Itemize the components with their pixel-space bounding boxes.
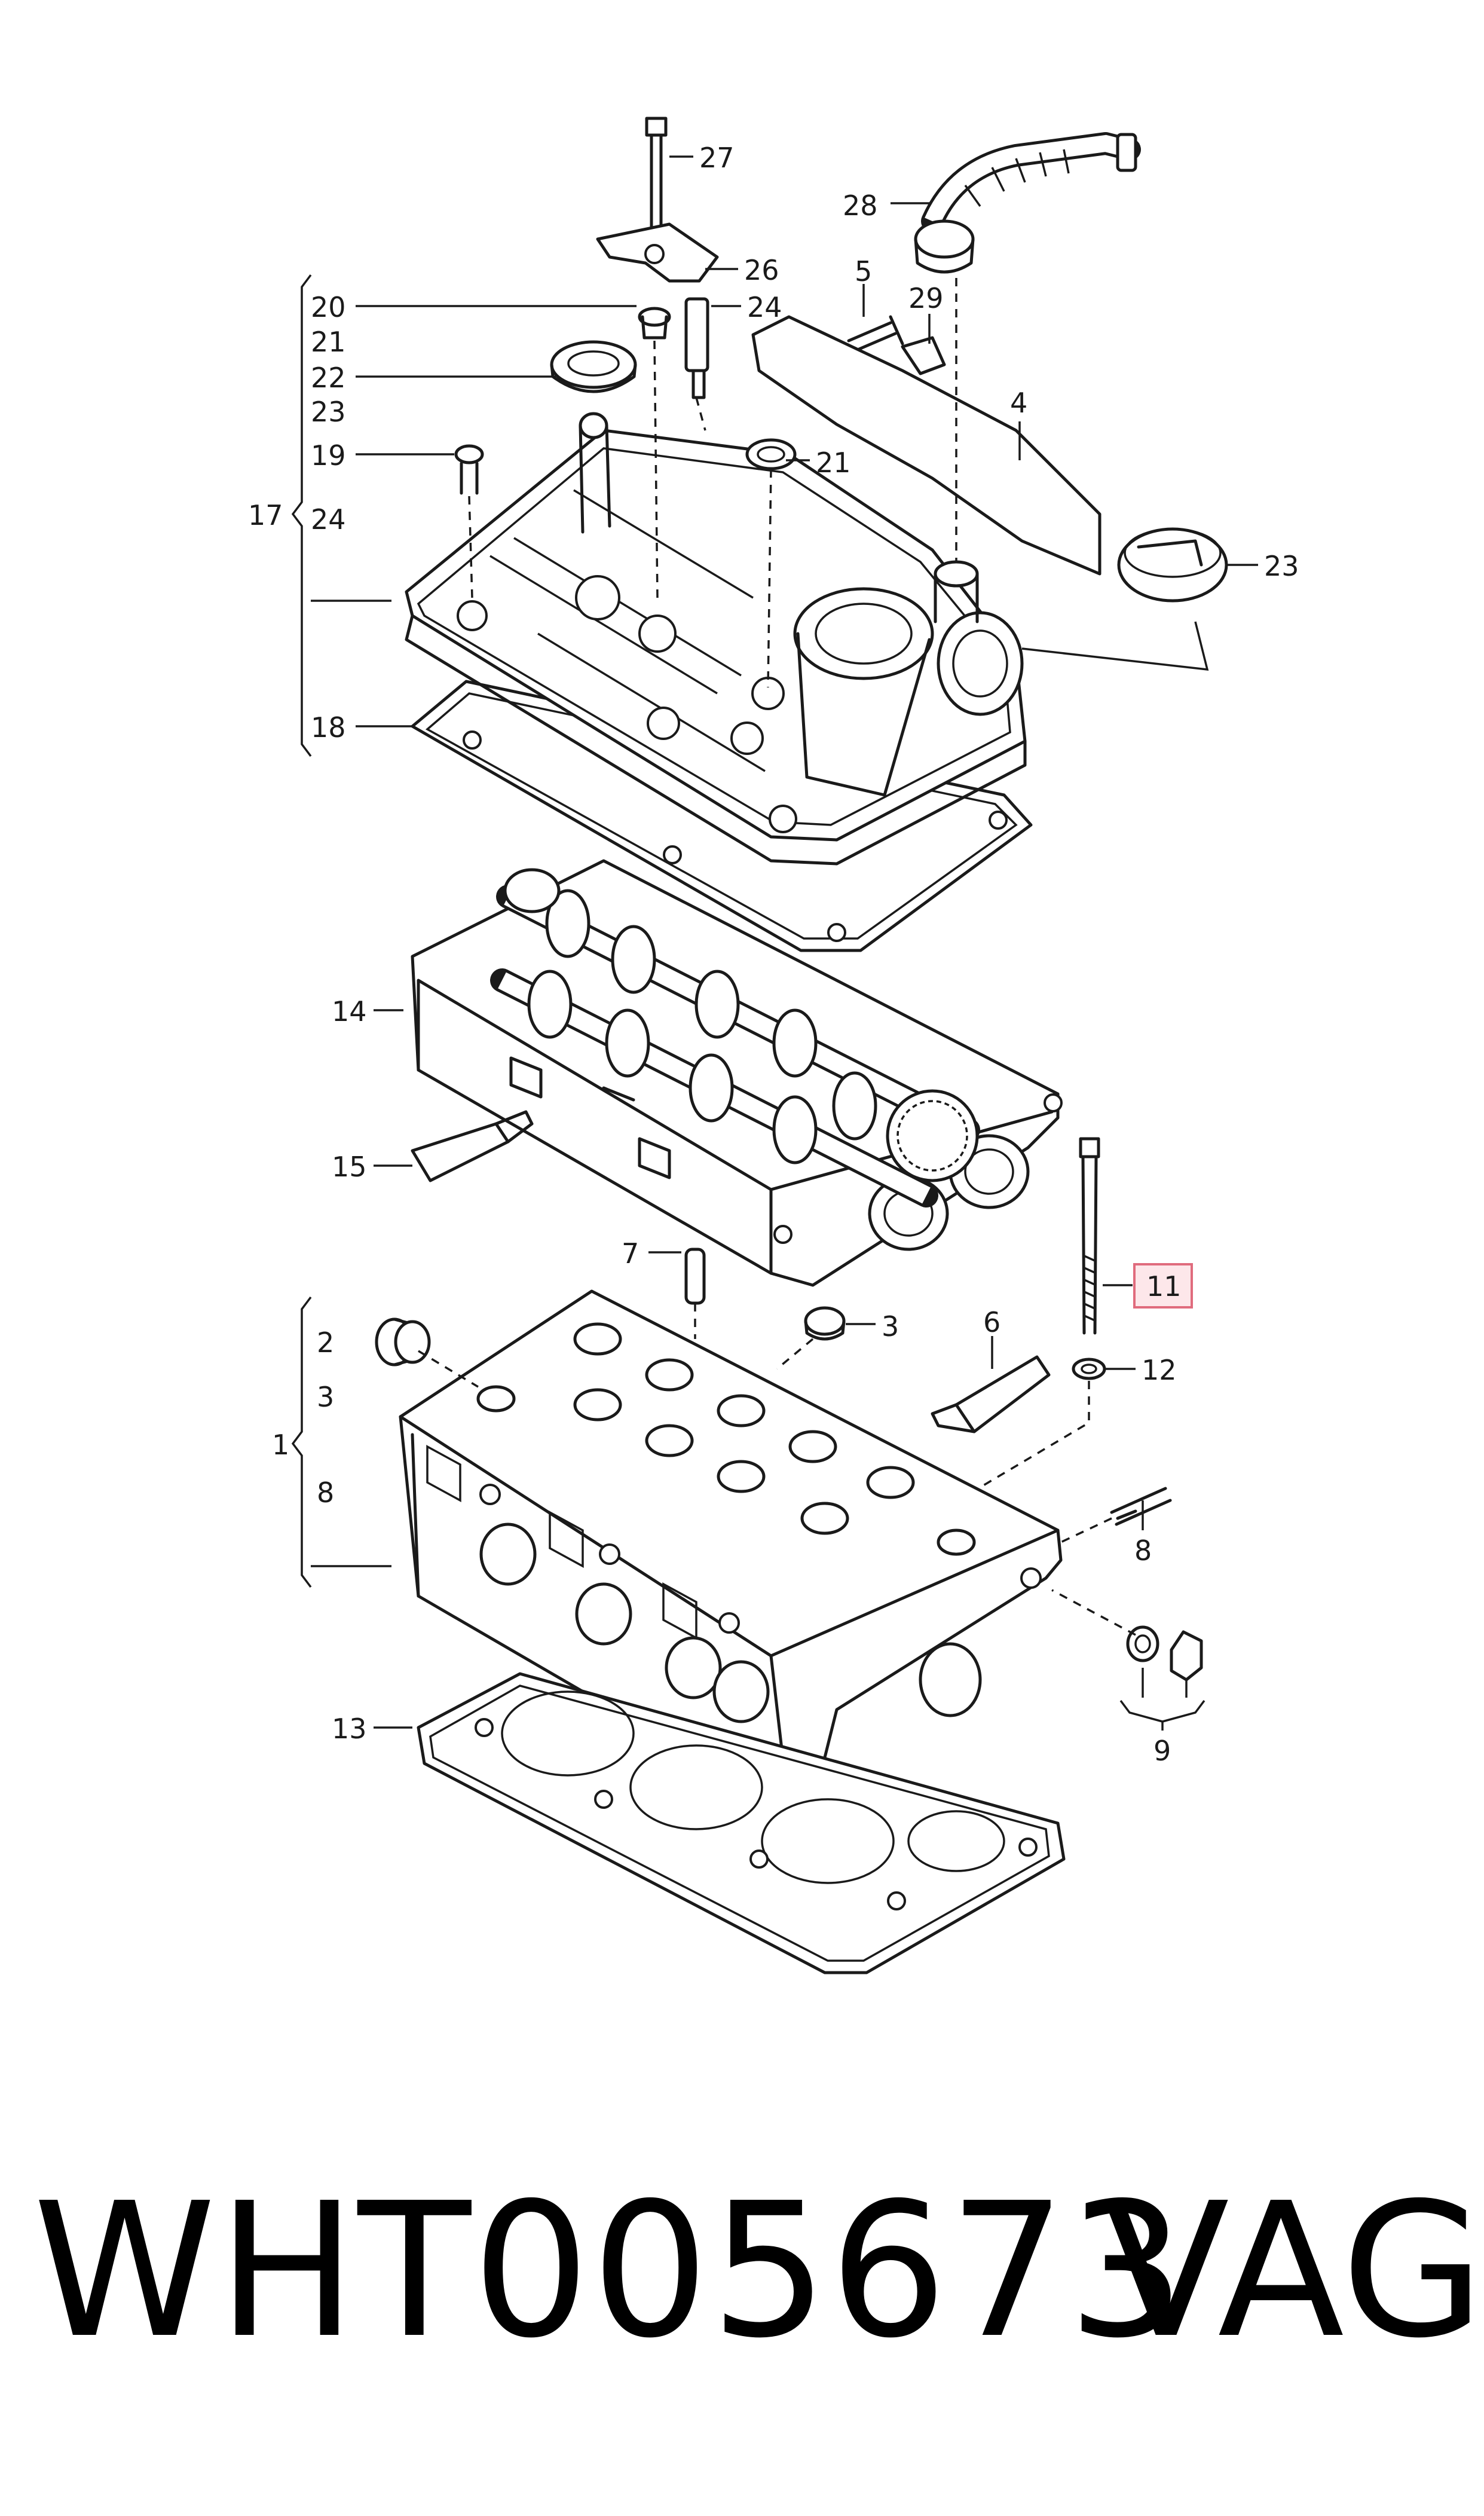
label-12: 12	[1142, 1354, 1177, 1386]
group-braces	[291, 274, 312, 1588]
seal-21-illustration	[745, 438, 797, 470]
cap-23-illustration	[1117, 527, 1228, 603]
label-19: 19	[311, 439, 346, 472]
label-29: 29	[908, 282, 944, 314]
plug-2-illustration	[375, 1317, 431, 1366]
plug-3-illustration	[804, 1306, 846, 1341]
clip-29-illustration	[901, 336, 946, 375]
label-14: 14	[332, 995, 367, 1028]
label-13: 13	[332, 1713, 367, 1745]
label-26: 26	[744, 254, 779, 286]
seal-22-illustration	[550, 340, 637, 393]
label-8: 8	[317, 1476, 334, 1509]
label-24: 24	[747, 291, 782, 323]
label-21b: 21	[816, 447, 851, 479]
label-27: 27	[699, 142, 735, 174]
callout-labels: 27 28 26 5 29 20 24 21 22 4 23 19 21 17 …	[248, 142, 1299, 1767]
cover-plate-4-illustration	[751, 315, 1101, 576]
brand-name: VAG	[1103, 2163, 1484, 2379]
valve-cover-illustration	[405, 412, 1033, 952]
label-4: 4	[1010, 387, 1027, 419]
camshaft-housing-illustration	[411, 859, 1063, 1287]
stud-8-illustration	[1110, 1487, 1172, 1526]
highlight-box-11	[1133, 1263, 1193, 1309]
label-24b: 24	[311, 503, 346, 536]
label-7: 7	[622, 1237, 639, 1270]
bolt-5-illustration	[847, 315, 904, 353]
label-28: 28	[843, 189, 878, 222]
label-6: 6	[983, 1306, 1000, 1338]
label-11[interactable]: 11	[1146, 1270, 1182, 1303]
label-17: 17	[248, 499, 283, 531]
bolt-19-illustration	[454, 444, 484, 495]
label-22: 22	[311, 362, 346, 394]
label-23b: 23	[1264, 550, 1299, 582]
sealant-6-illustration	[931, 1355, 1051, 1433]
label-18: 18	[311, 711, 346, 744]
label-3b: 3	[317, 1381, 334, 1413]
label-8b: 8	[1134, 1534, 1152, 1567]
label-21: 21	[311, 326, 346, 358]
washer-12-illustration	[1072, 1358, 1106, 1380]
bolt-27-illustration	[645, 117, 668, 229]
pin-7-illustration	[684, 1248, 706, 1305]
sensor-24-illustration	[684, 297, 709, 399]
label-1: 1	[272, 1429, 289, 1461]
leader-lines	[311, 155, 1258, 1731]
sealant-tube-15-illustration	[411, 1110, 534, 1182]
label-23: 23	[311, 396, 346, 428]
label-5: 5	[855, 255, 872, 288]
label-3: 3	[882, 1310, 899, 1343]
exploded-parts-diagram: 27 28 26 5 29 20 24 21 22 4 23 19 21 17 …	[248, 117, 1299, 1974]
label-15: 15	[332, 1151, 367, 1183]
part-number: WHT005673	[33, 2163, 1187, 2379]
label-9: 9	[1153, 1735, 1171, 1767]
hose-28-illustration	[914, 132, 1141, 274]
label-2: 2	[317, 1326, 334, 1359]
footer: WHT005673 VAG	[0, 2146, 1484, 2397]
label-20: 20	[311, 291, 346, 323]
bolt-11-illustration	[1079, 1137, 1100, 1335]
head-gasket-13-illustration	[417, 1672, 1066, 1974]
plug-9-illustration	[1126, 1625, 1203, 1682]
bushing-20-illustration	[638, 307, 671, 340]
